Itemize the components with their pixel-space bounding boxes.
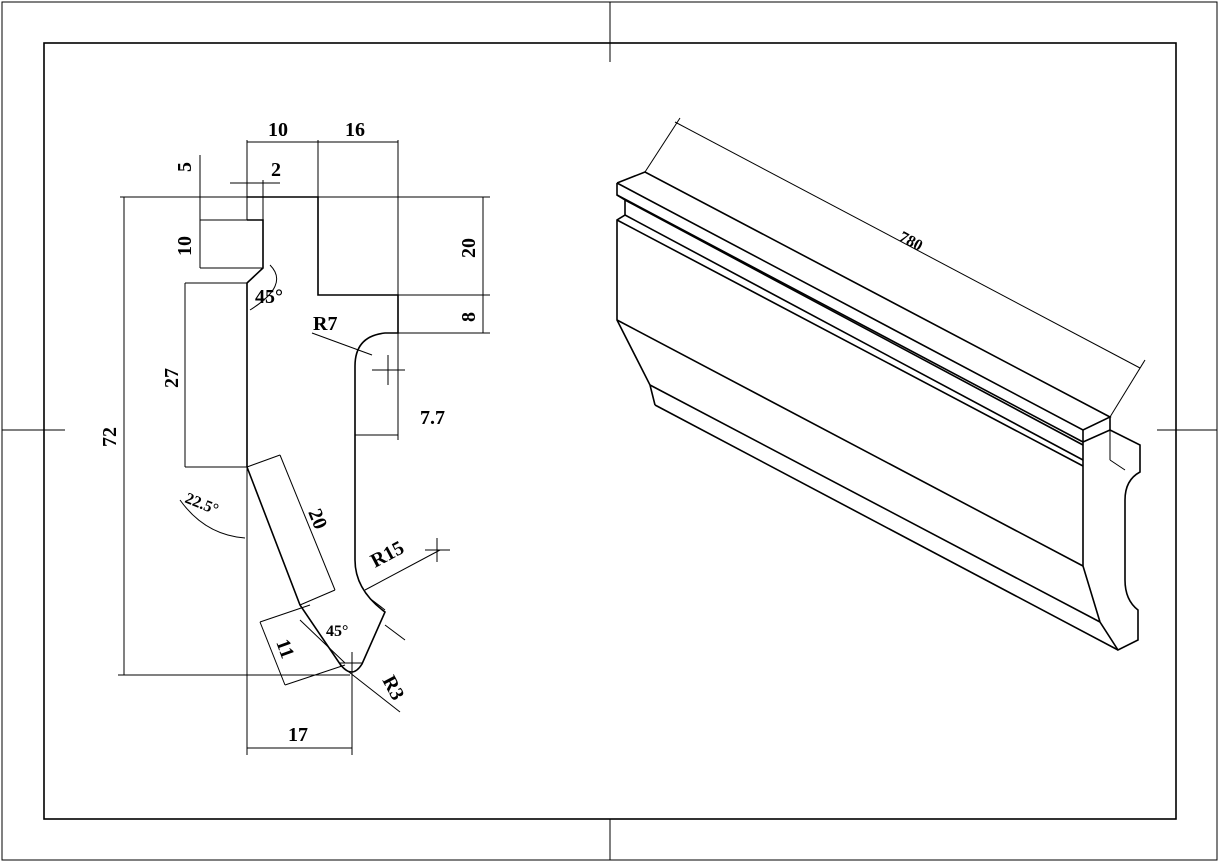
- dim-length: 780: [896, 229, 925, 255]
- profile-dimension-labels: 10 16 5 2 10 20 45° R7 8 27 7.7 72 22.5°…: [99, 119, 480, 746]
- dim-body-height: 27: [161, 368, 183, 388]
- dim-tip-angle: 45°: [326, 623, 348, 640]
- dim-total-height: 72: [99, 427, 121, 447]
- dim-chamfer-angle: 45°: [255, 286, 283, 308]
- isometric-view: 780: [616, 117, 1146, 652]
- dim-top-width-b: 16: [345, 119, 365, 141]
- dim-tip-offset: 17: [288, 724, 308, 746]
- dim-tang-width: 2: [271, 159, 281, 181]
- dim-notch-height: 20: [458, 238, 480, 258]
- dim-relief-length: 20: [303, 506, 331, 533]
- dim-neck-width: 7.7: [420, 407, 445, 429]
- dim-radius-lower: R15: [367, 537, 408, 573]
- dim-tang-height: 10: [174, 236, 196, 256]
- dim-tip-radius: R3: [378, 672, 409, 704]
- dim-top-width-a: 10: [268, 119, 288, 141]
- dim-relief-angle: 22.5°: [183, 490, 221, 519]
- dim-tang-offset: 5: [174, 162, 196, 172]
- dim-step-height: 8: [458, 312, 480, 322]
- dim-radius-upper: R7: [313, 313, 337, 335]
- profile-dimension-lines: [118, 140, 490, 755]
- dim-tip-length: 11: [271, 636, 298, 661]
